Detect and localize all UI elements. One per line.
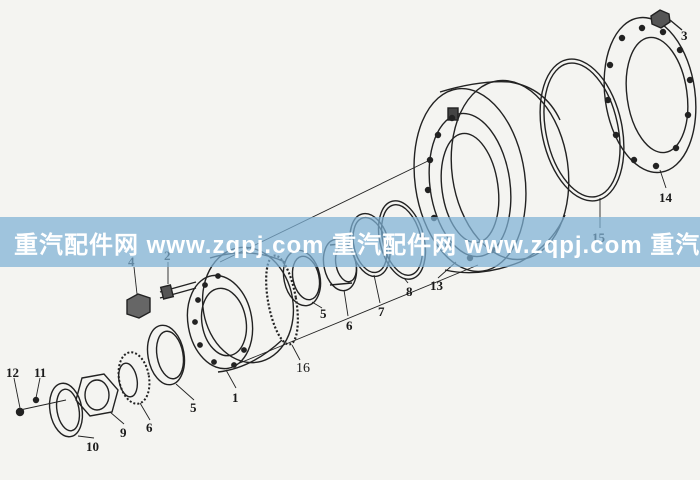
label-16: 16	[296, 361, 310, 376]
label-7: 7	[378, 304, 385, 319]
part-16-gear-ring	[265, 254, 299, 346]
label-13: 13	[430, 278, 444, 293]
watermark-text: 重汽配件网 www.zqpj.com 重汽配件网 www.zqpj.com 重汽…	[14, 231, 700, 259]
label-3: 3	[681, 28, 688, 43]
part-15-seal-ring	[539, 58, 625, 202]
leader-lines	[13, 169, 667, 439]
label-6-upper: 6	[346, 318, 353, 333]
label-5-lower: 5	[190, 400, 197, 415]
part-12-bolt	[15, 407, 25, 417]
label-6-lower: 6	[146, 420, 153, 435]
label-10: 10	[86, 439, 99, 454]
label-8: 8	[406, 284, 413, 299]
part-6-bearing-lower	[117, 351, 151, 405]
watermark-band: 重汽配件网 www.zqpj.com 重汽配件网 www.zqpj.com 重汽…	[0, 217, 700, 267]
label-5-upper: 5	[320, 306, 327, 321]
part-3-nut	[650, 9, 683, 31]
part-10-washer	[48, 382, 84, 438]
label-1: 1	[232, 390, 239, 405]
part-2-stud	[159, 281, 197, 300]
label-9: 9	[120, 425, 127, 440]
label-11: 11	[34, 365, 46, 380]
part-11-pin	[32, 396, 40, 404]
label-14: 14	[659, 190, 673, 205]
part-4-nut	[126, 293, 151, 319]
part-5-race-lower	[146, 324, 186, 386]
label-12: 12	[6, 365, 19, 380]
